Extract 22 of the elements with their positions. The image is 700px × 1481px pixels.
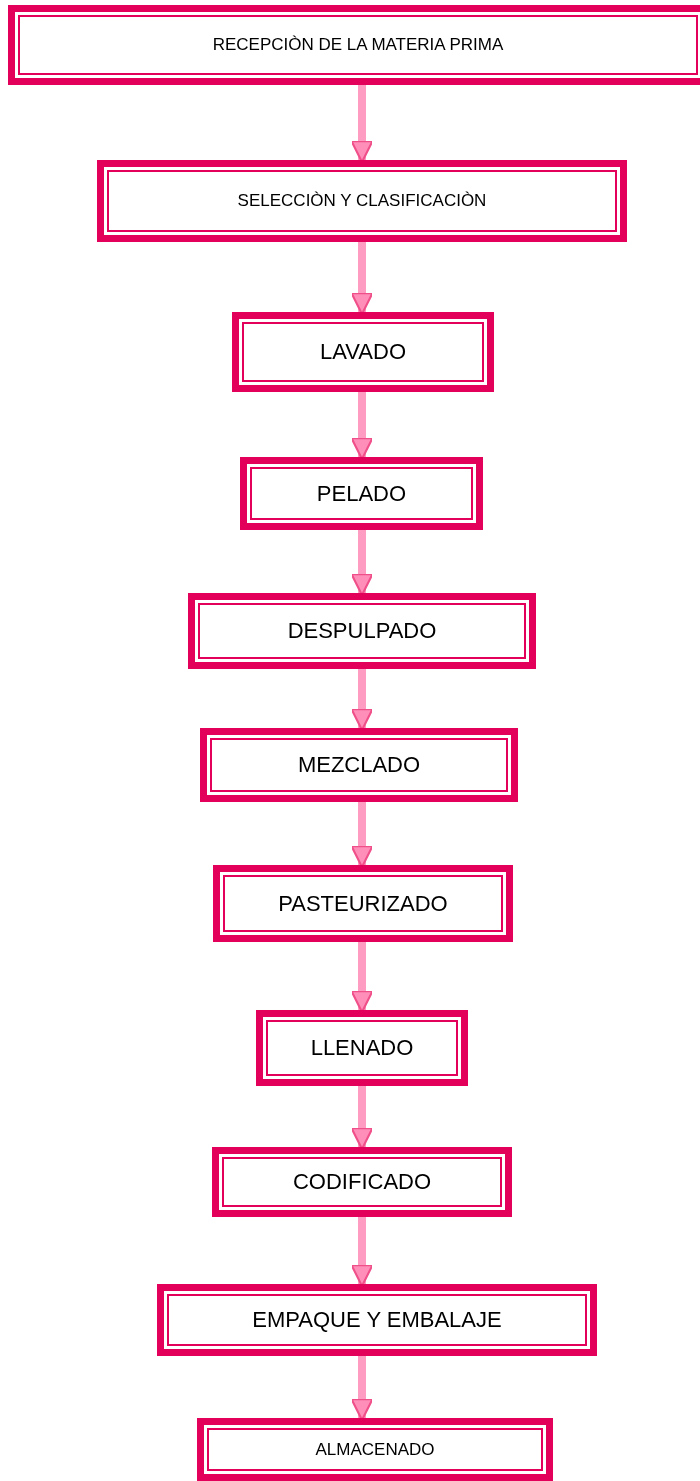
process-box — [240, 457, 483, 530]
step-label: ALMACENADO — [314, 1439, 436, 1460]
process-box — [97, 160, 627, 242]
process-box — [8, 5, 700, 85]
step-label: PELADO — [315, 480, 408, 507]
step-label: LAVADO — [319, 339, 407, 365]
step-label: DESPULPADO — [286, 618, 438, 644]
step-label: EMPAQUE Y EMBALAJE — [251, 1307, 503, 1333]
process-box — [197, 1418, 553, 1481]
step-label: RECEPCIÒN DE LA MATERIA PRIMA — [211, 35, 505, 55]
process-box — [200, 728, 518, 802]
process-box — [232, 312, 494, 392]
step-label: MEZCLADO — [296, 752, 422, 778]
process-box — [213, 865, 513, 942]
step-label: LLENADO — [309, 1035, 415, 1061]
process-box — [256, 1010, 468, 1086]
process-box — [157, 1284, 597, 1356]
process-box — [188, 593, 536, 669]
process-box — [212, 1147, 512, 1217]
step-label: SELECCIÒN Y CLASIFICACIÒN — [236, 191, 488, 211]
step-label: PASTEURIZADO — [277, 890, 449, 917]
step-label: CODIFICADO — [291, 1169, 433, 1195]
